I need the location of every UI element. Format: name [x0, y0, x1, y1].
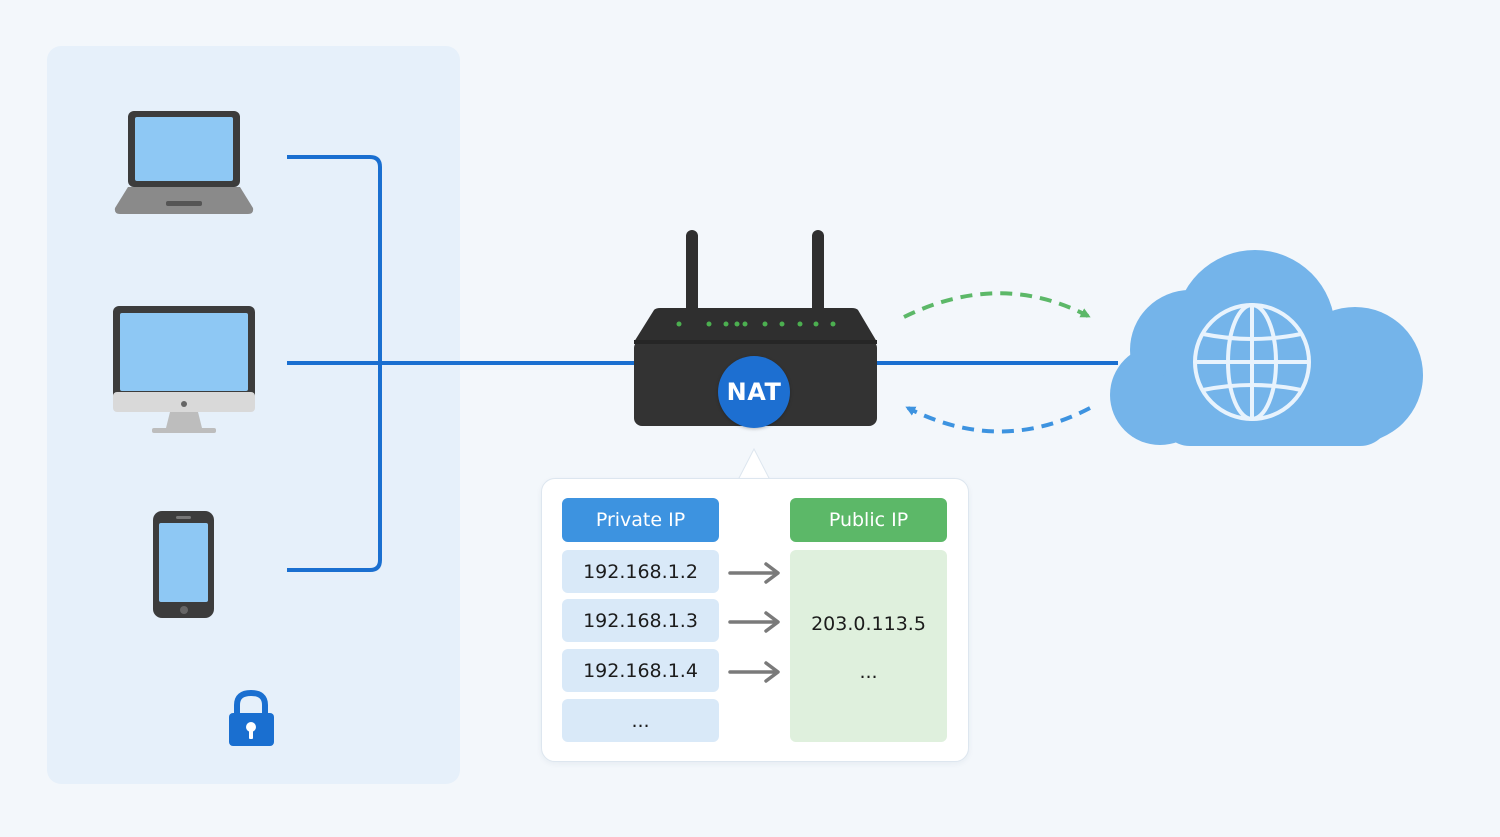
private-ip-row: ...: [562, 699, 719, 742]
local-network-panel: [47, 46, 460, 784]
globe-icon: [1193, 303, 1311, 421]
private-ip-header: Private IP: [562, 498, 719, 542]
router-icon: [634, 230, 877, 426]
desktop-monitor-icon: [113, 306, 255, 433]
cloud-icon: [1110, 250, 1423, 446]
outbound-arrow: [903, 291, 1091, 319]
lock-icon: [229, 689, 274, 746]
nat-translation-table: Private IP Public IP 192.168.1.2 192.168…: [541, 478, 969, 762]
laptop-icon: [114, 111, 254, 214]
inbound-arrow: [905, 406, 1091, 434]
callout-pointer: [737, 447, 771, 481]
public-ip-cell: 203.0.113.5 ...: [790, 550, 947, 742]
mapping-arrow-icon: [728, 661, 780, 683]
mapping-arrow-icon: [728, 562, 780, 584]
public-ip-header: Public IP: [790, 498, 947, 542]
private-ip-row: 192.168.1.3: [562, 599, 719, 642]
nat-badge: NAT: [718, 356, 790, 428]
public-ip-more: ...: [859, 661, 878, 683]
public-ip-value: 203.0.113.5: [811, 613, 926, 635]
router-status-leds: [676, 321, 836, 327]
private-ip-row: 192.168.1.2: [562, 550, 719, 593]
smartphone-icon: [153, 511, 214, 618]
lan-connections: [287, 155, 1118, 572]
mapping-arrow-icon: [728, 611, 780, 633]
private-ip-row: 192.168.1.4: [562, 649, 719, 692]
